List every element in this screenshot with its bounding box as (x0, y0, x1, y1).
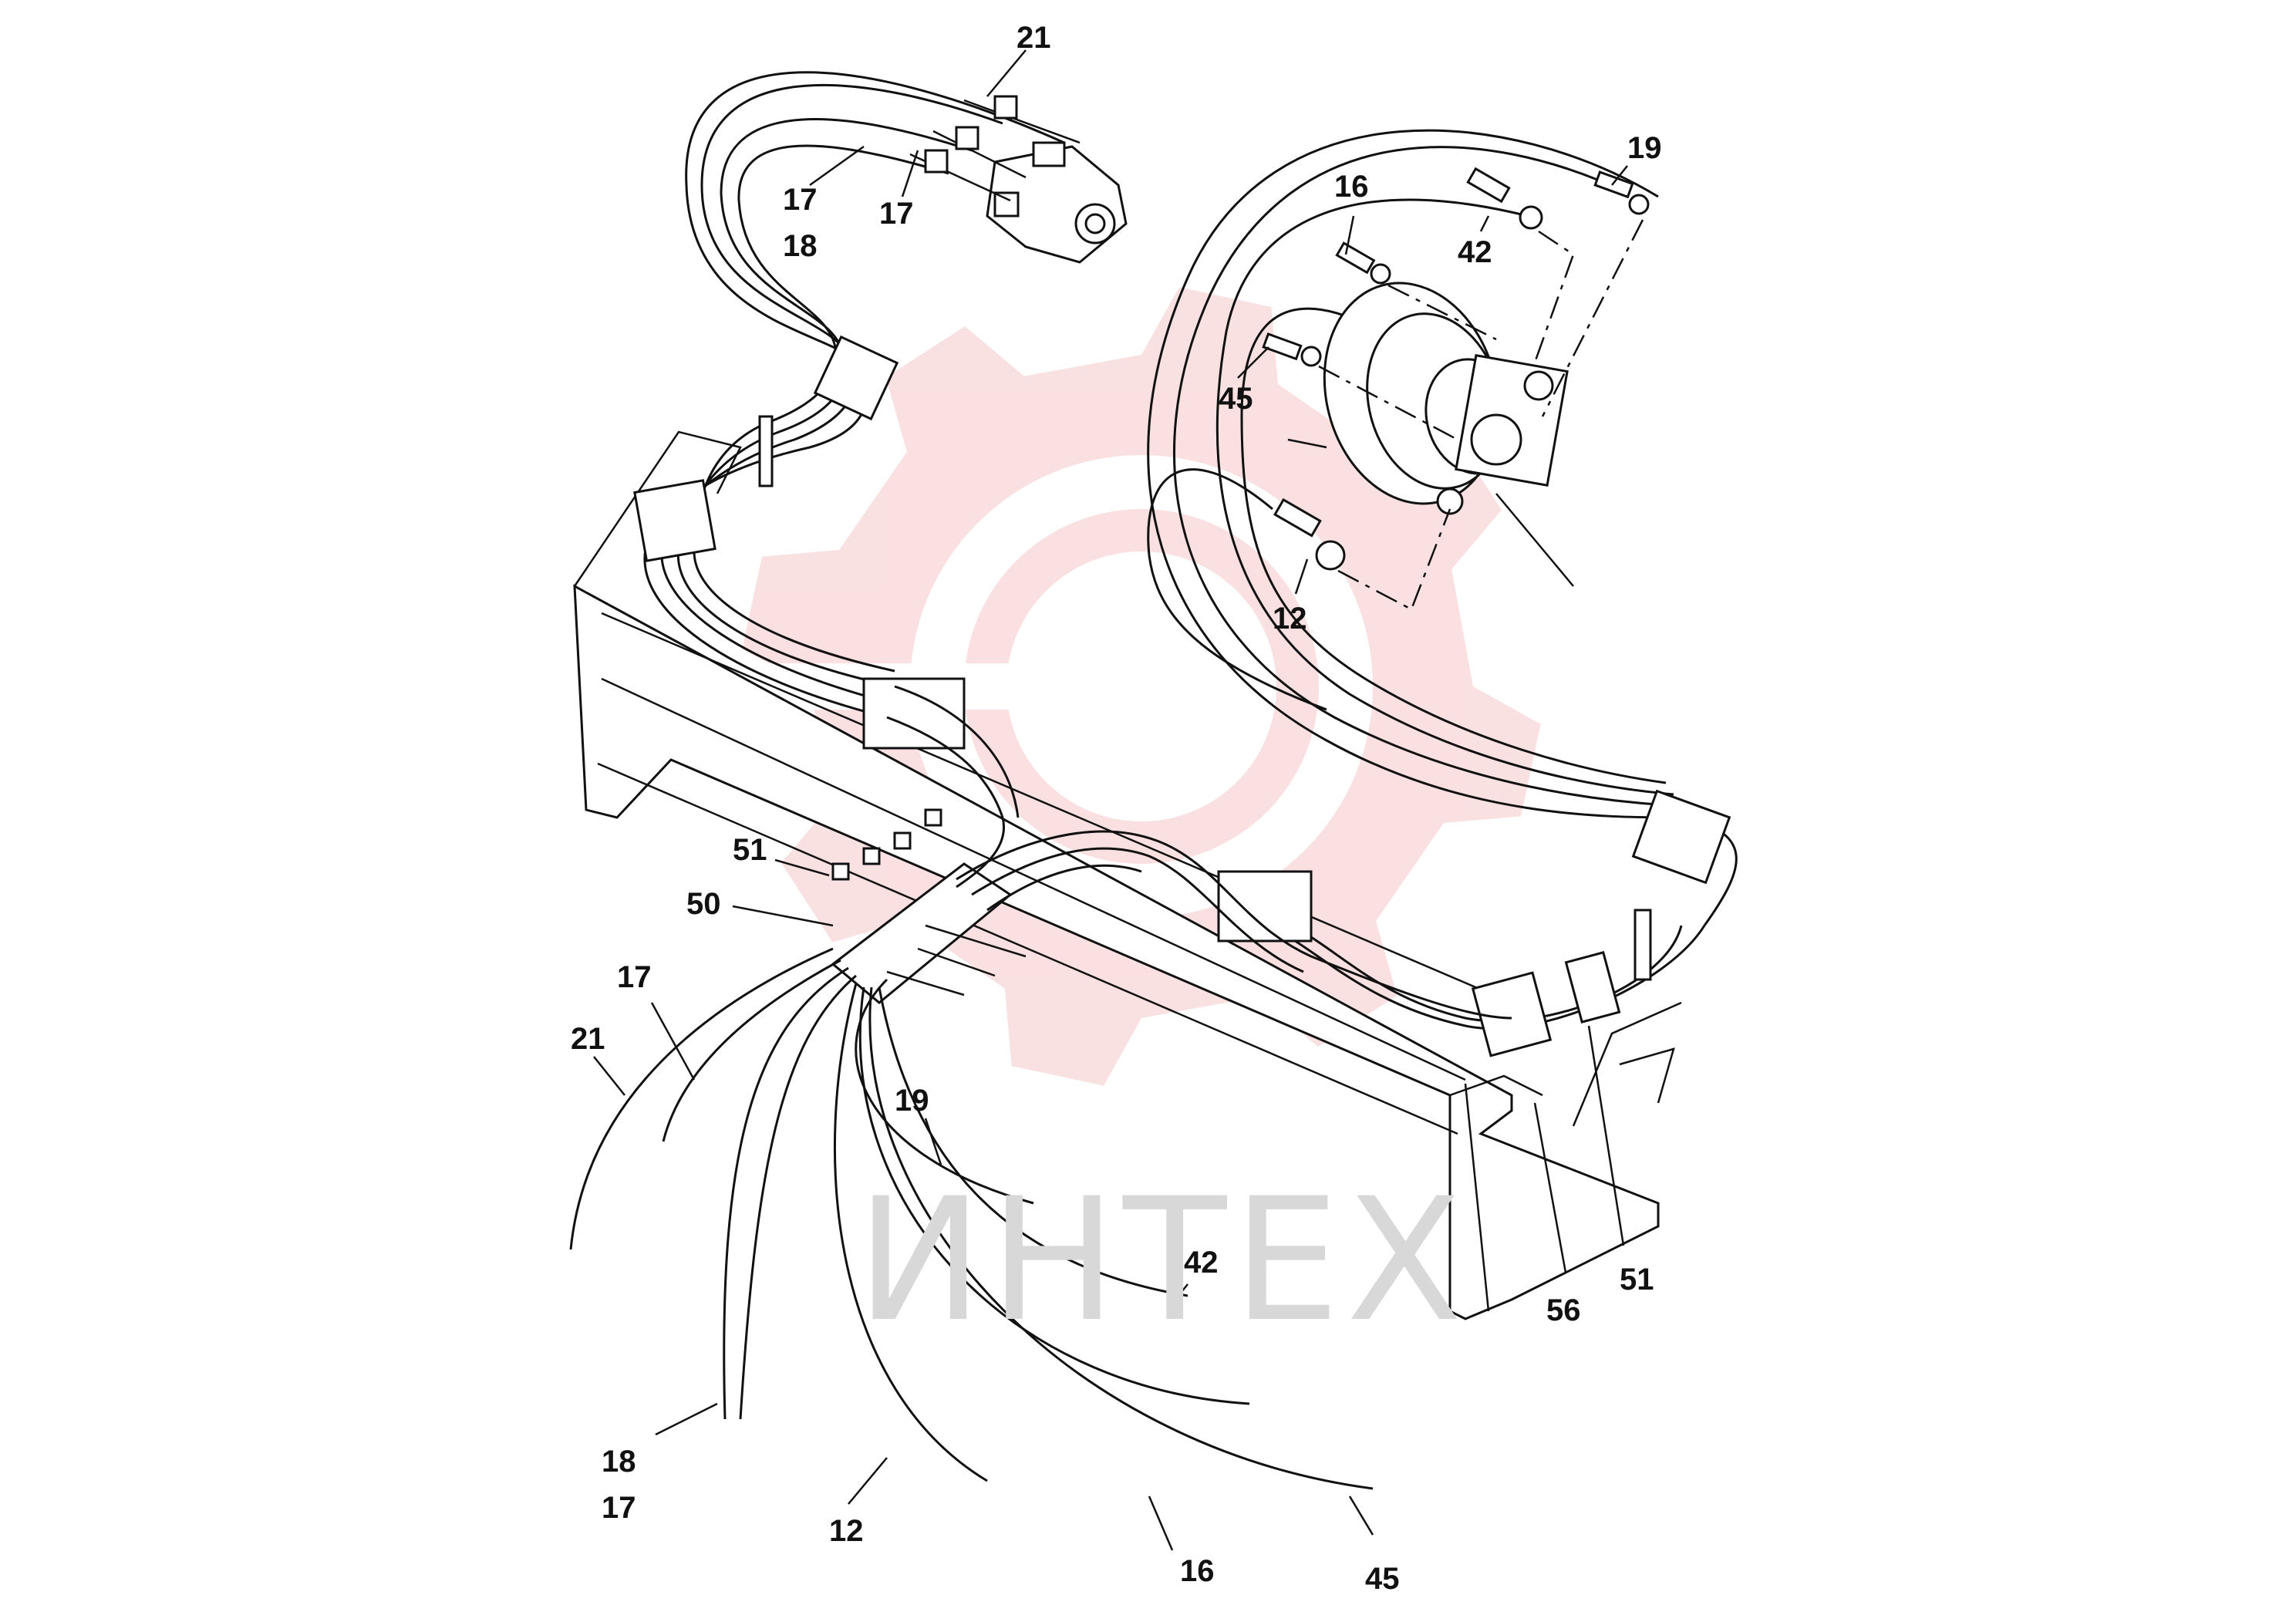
hydraulic-motor-upper (909, 95, 1128, 264)
callout-label: 45 (1365, 1562, 1400, 1596)
callout-label: 21 (571, 1022, 605, 1056)
callout-labels: 21 17 18 17 19 16 42 45 12 51 50 17 21 1… (571, 21, 1662, 1596)
callout-label: 17 (879, 197, 914, 231)
callout-label: 17 (602, 1491, 636, 1525)
callout-label: 50 (686, 887, 721, 921)
callout-label: 21 (1017, 21, 1051, 55)
callout-label: 12 (829, 1514, 864, 1548)
callout-label: 56 (1546, 1293, 1581, 1327)
callout-label: 51 (1620, 1263, 1654, 1297)
leader-lines (593, 49, 1628, 1551)
right-hose-bundle (1147, 129, 1738, 1057)
callout-label: 17 (783, 183, 818, 217)
callout-label: 16 (1334, 170, 1369, 204)
callout-label: 16 (1180, 1554, 1215, 1588)
callout-label: 18 (783, 229, 818, 263)
wheel-motor-hub (1287, 282, 1574, 587)
frame-beam (573, 430, 1682, 1320)
callout-label: 12 (1273, 602, 1307, 636)
fittings-upper-right (1262, 167, 1650, 611)
callout-label: 42 (1458, 235, 1492, 269)
watermark-text: ИНТЕХ (856, 1162, 1468, 1359)
callout-label: 42 (1184, 1246, 1219, 1280)
upper-left-hose-bundle (633, 71, 1065, 750)
callout-label: 45 (1219, 382, 1253, 416)
central-clamp-bundle (569, 685, 1512, 1490)
callout-label: 19 (895, 1084, 929, 1118)
callout-label: 51 (733, 833, 767, 867)
callout-label: 18 (602, 1445, 636, 1479)
callout-label: 17 (617, 960, 652, 994)
callout-label: 19 (1627, 131, 1662, 165)
